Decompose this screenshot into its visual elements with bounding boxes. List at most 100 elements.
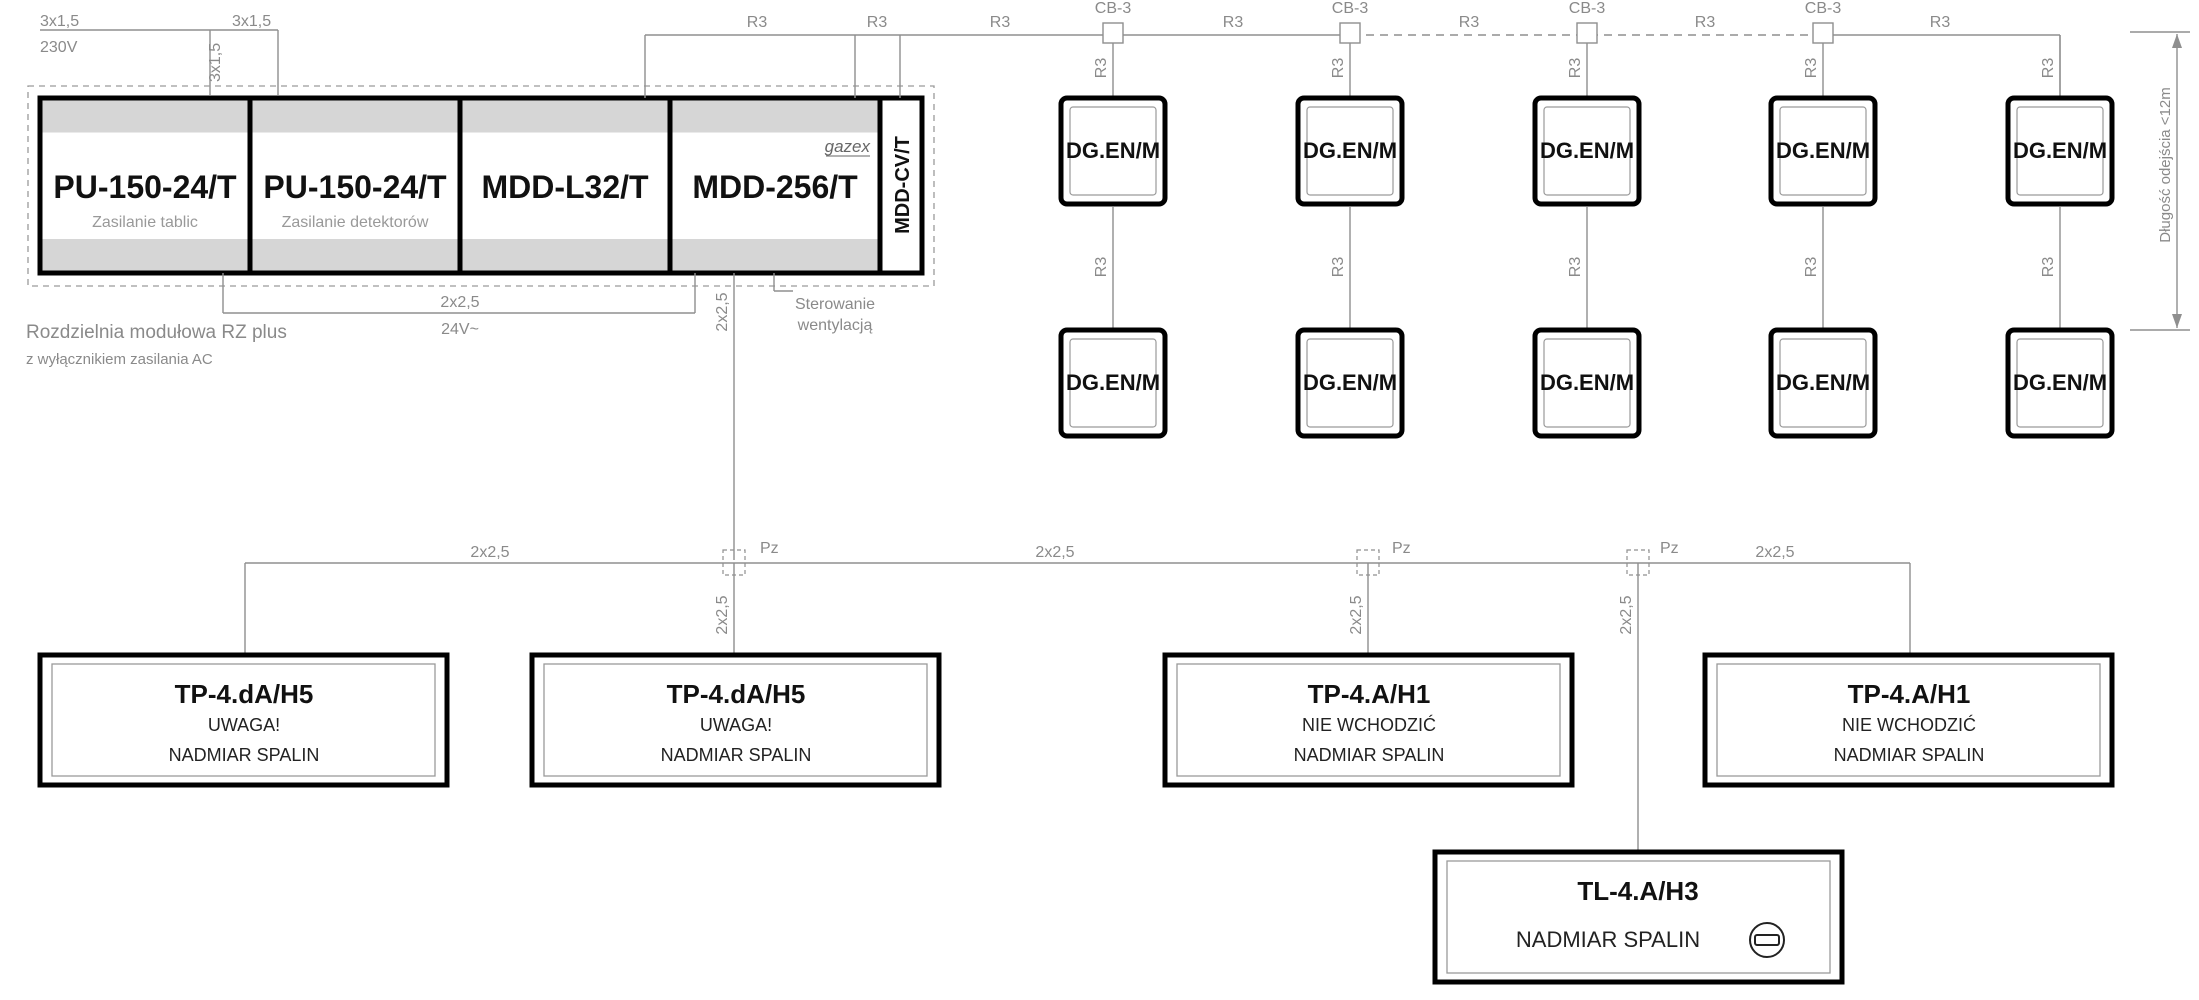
board-title: TP-4.dA/H5 xyxy=(175,679,314,709)
detector-bottom[interactable]: DG.EN/M xyxy=(1295,327,1405,439)
module-title: MDD-L32/T xyxy=(481,169,649,205)
module-title: PU-150-24/T xyxy=(263,169,447,205)
between-cable-label: R3 xyxy=(1093,257,1110,278)
detector-bottom[interactable]: DG.EN/M xyxy=(1058,327,1168,439)
board-line-2: NADMIAR SPALIN xyxy=(661,745,812,765)
bus-segment-label: 2x2,5 xyxy=(470,544,509,561)
junction-label: Pz xyxy=(760,540,779,557)
between-cable-label: R3 xyxy=(1567,257,1584,278)
board-line-2: NADMIAR SPALIN xyxy=(1834,745,1985,765)
detector-top[interactable]: DG.EN/M xyxy=(1532,95,1642,207)
detector-label: DG.EN/M xyxy=(2013,370,2107,395)
line-label: R3 xyxy=(1459,14,1480,31)
trunk-cable-label: 2x2,5 xyxy=(714,292,731,331)
detector-columns: CB-3R3R3DG.EN/MDG.EN/MCB-3R3R3DG.EN/MDG.… xyxy=(1058,0,2115,439)
board-line-1: UWAGA! xyxy=(700,715,772,735)
detector-top[interactable]: DG.EN/M xyxy=(1768,95,1878,207)
detector-label: DG.EN/M xyxy=(1066,138,1160,163)
line-label: R3 xyxy=(1930,14,1951,31)
detector-line: R3 R3 R3 R3 R3 R3 R3 Długość odejścia <1… xyxy=(644,0,2190,439)
line-label: R3 xyxy=(1223,14,1244,31)
board-line-1: NIE WCHODZIĆ xyxy=(1302,714,1436,735)
module-title: PU-150-24/T xyxy=(53,169,237,205)
line-label: R3 xyxy=(990,14,1011,31)
module-pu-tablic[interactable]: PU-150-24/T Zasilanie tablic xyxy=(37,95,253,276)
detector-bottom[interactable]: DG.EN/M xyxy=(1532,327,1642,439)
signal-bus: Pz Pz Pz 2x2,5 2x2,5 2x2,5 2x2,5 2x2,5 2… xyxy=(244,540,1911,852)
junction-box: Pz xyxy=(1626,540,1679,576)
splitter-box xyxy=(1812,22,1834,44)
drop-cable-label: 2x2,5 xyxy=(714,595,731,634)
splitter-box xyxy=(1102,22,1124,44)
no-entry-icon xyxy=(1749,922,1785,958)
module-mdd-cv[interactable]: MDD-CV/T xyxy=(877,95,925,276)
module-title: MDD-256/T xyxy=(692,169,858,205)
module-mdd-256[interactable]: MDD-256/T gazex xyxy=(667,95,883,276)
drop-cable-label: R3 xyxy=(1093,58,1110,79)
detector-label: DG.EN/M xyxy=(1540,370,1634,395)
module-mdd-l32[interactable]: MDD-L32/T xyxy=(457,95,673,276)
ventilation-label-1: Sterowanie xyxy=(795,296,875,313)
splitter-label: CB-3 xyxy=(1805,0,1842,17)
detector-top[interactable]: DG.EN/M xyxy=(1295,95,1405,207)
board-tp-2[interactable]: TP-4.dA/H5 UWAGA! NADMIAR SPALIN xyxy=(529,652,942,788)
drop-cable-label: R3 xyxy=(1567,58,1584,79)
junction-label: Pz xyxy=(1392,540,1411,557)
panel-caption: Rozdzielnia modułowa RZ plus xyxy=(26,322,287,343)
drop-cable-label: R3 xyxy=(1803,58,1820,79)
bus-segment-label: 2x2,5 xyxy=(1755,544,1794,561)
bus-cable-label: 2x2,5 xyxy=(440,294,479,311)
bus-segment-label: 2x2,5 xyxy=(1035,544,1074,561)
board-title: TP-4.A/H1 xyxy=(1308,679,1431,709)
detector-bottom[interactable]: DG.EN/M xyxy=(2005,327,2115,439)
board-line-2: NADMIAR SPALIN xyxy=(1294,745,1445,765)
vertical-cable-label: 3x1,5 xyxy=(207,43,224,82)
module-pu-detektorow[interactable]: PU-150-24/T Zasilanie detektorów xyxy=(247,95,463,276)
drop-cable-label: R3 xyxy=(1330,58,1347,79)
detector-bottom[interactable]: DG.EN/M xyxy=(1768,327,1878,439)
lamp-title: TL-4.A/H3 xyxy=(1577,876,1698,906)
panel-subcaption: z wyłącznikiem zasilania AC xyxy=(26,351,213,368)
board-tp-3[interactable]: TP-4.A/H1 NIE WCHODZIĆ NADMIAR SPALIN xyxy=(1162,652,1575,788)
board-tp-4[interactable]: TP-4.A/H1 NIE WCHODZIĆ NADMIAR SPALIN xyxy=(1702,652,2115,788)
splitter-box xyxy=(1339,22,1361,44)
board-line-1: NIE WCHODZIĆ xyxy=(1842,714,1976,735)
detector-label: DG.EN/M xyxy=(1303,370,1397,395)
board-title: TP-4.A/H1 xyxy=(1848,679,1971,709)
supply-cable-label: 3x1,5 xyxy=(40,13,79,30)
brand-label: gazex xyxy=(825,137,871,156)
board-tp-1[interactable]: TP-4.dA/H5 UWAGA! NADMIAR SPALIN xyxy=(37,652,450,788)
length-note: Długość odejścia <12m xyxy=(2157,87,2174,243)
junction-box: Pz xyxy=(722,540,779,576)
splitter-label: CB-3 xyxy=(1332,0,1369,17)
distribution-panel: PU-150-24/T Zasilanie tablic PU-150-24/T… xyxy=(26,85,935,368)
supply-voltage-label: 230V xyxy=(40,39,78,56)
power-bus: 2x2,5 24V~ 2x2,5 Sterowanie wentylacją xyxy=(222,273,875,560)
panel-outline xyxy=(27,85,935,287)
splitter-label: CB-3 xyxy=(1095,0,1132,17)
lamp-text: NADMIAR SPALIN xyxy=(1516,927,1700,952)
detector-label: DG.EN/M xyxy=(1066,370,1160,395)
junction-box: Pz xyxy=(1356,540,1411,576)
detector-label: DG.EN/M xyxy=(1776,138,1870,163)
detector-top[interactable]: DG.EN/M xyxy=(2005,95,2115,207)
line-label: R3 xyxy=(747,14,768,31)
between-cable-label: R3 xyxy=(1330,257,1347,278)
detector-label: DG.EN/M xyxy=(1303,138,1397,163)
detector-label: DG.EN/M xyxy=(1776,370,1870,395)
module-title: MDD-CV/T xyxy=(892,136,914,234)
board-title: TP-4.dA/H5 xyxy=(667,679,806,709)
module-subtitle: Zasilanie tablic xyxy=(92,214,198,231)
module-subtitle: Zasilanie detektorów xyxy=(282,214,429,231)
detector-label: DG.EN/M xyxy=(2013,138,2107,163)
junction-label: Pz xyxy=(1660,540,1679,557)
drop-cable-label: 2x2,5 xyxy=(1348,595,1365,634)
lamp-tl[interactable]: TL-4.A/H3 NADMIAR SPALIN xyxy=(1432,849,1845,985)
detector-top[interactable]: DG.EN/M xyxy=(1058,95,1168,207)
